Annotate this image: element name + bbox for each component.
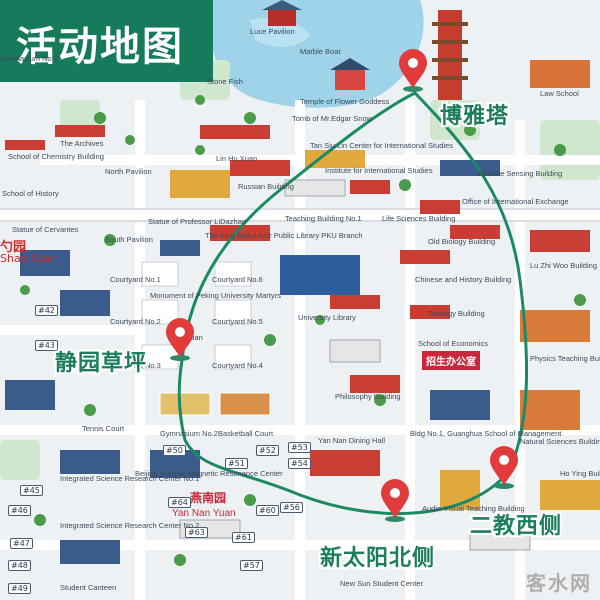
ho-ying-label: Ho Ying Building	[560, 469, 600, 478]
map-pin-icon[interactable]	[378, 478, 412, 522]
courtyard-2-label: Courtyard No.2	[110, 317, 161, 326]
admissions-office-badge: 招生办公室	[422, 351, 480, 370]
new-sun-center-label: New Sun Student Center	[340, 579, 423, 588]
law-school-label: Law School	[540, 89, 579, 98]
map-pin-icon[interactable]	[487, 445, 521, 489]
marker-jingyuan-lawn[interactable]: 静园草坪	[55, 351, 148, 376]
building-tag: #45	[20, 485, 43, 496]
building-tag: #43	[35, 340, 58, 351]
courtyard-5-label: Courtyard No.5	[212, 317, 263, 326]
building-tag: #42	[35, 305, 58, 316]
old-biology-label: Old Biology Building	[428, 237, 496, 246]
building-tag: #49	[8, 583, 31, 594]
russian-building-label: Russian Building	[238, 182, 294, 191]
geology-label: Geology Building	[428, 309, 485, 318]
guanghua-label: Bldg No.1, Guanghua School of Management	[410, 429, 562, 438]
building-tag: #53	[288, 442, 311, 453]
route-line	[177, 91, 529, 515]
gymnasium-2-label: Gymnasium No.2	[160, 429, 218, 438]
student-canteen-label: Student Canteen	[60, 583, 117, 592]
lu-zhi-woo-label: Lu Zhi Woo Building	[530, 261, 597, 270]
courtyard-6-label: Courtyard No.6	[212, 275, 263, 284]
marker-new-sun-north[interactable]: 新太阳北侧	[320, 546, 436, 571]
stone-fish-label: Stone Fish	[207, 77, 243, 86]
teaching-building-1-label: Teaching Building No.1	[285, 214, 362, 223]
marker-second-teaching-west[interactable]: 二教西侧	[470, 514, 563, 539]
building-tag: #64	[168, 497, 191, 508]
economics-label: School of Economics	[418, 339, 489, 348]
chinese-history-label: Chinese and History Building	[415, 275, 512, 284]
intl-studies-label: Institute for International Studies	[325, 166, 433, 175]
remote-sensing-label: Remote Sensing Building	[478, 169, 563, 178]
building-tag: #60	[256, 505, 279, 516]
map-pin-icon[interactable]	[163, 317, 197, 361]
building-tag: #61	[232, 532, 255, 543]
lidazhao-label: Statue of Professor LiDazhao	[148, 217, 246, 226]
building-tag: #54	[288, 458, 311, 469]
tan-siu-lin-label: Tan Siu Lin Center for International Stu…	[310, 141, 454, 150]
watermark: 客水网	[526, 571, 592, 595]
title-banner: 活动地图	[0, 0, 213, 82]
building-tag: #48	[8, 560, 31, 571]
north-pavilion-label: North Pavilion	[105, 167, 152, 176]
nmr-center-label: Beijing Nuclear Magnetic Resonance Cente…	[135, 469, 283, 478]
marble-boat-label: Marble Boat	[300, 47, 341, 56]
building-tag: #57	[240, 560, 263, 571]
courtyard-4-label: Courtyard No.4	[212, 361, 263, 370]
audio-visual-label: Audio-Visual Teaching Building	[422, 504, 525, 513]
tennis-court-label: Tennis Court	[82, 424, 125, 433]
map-pin-icon[interactable]	[396, 48, 430, 92]
luce-pavilion-label: Luce Pavilion	[250, 27, 295, 36]
martyrs-monument-label: Monument of Peking University Martyrs	[150, 291, 281, 300]
courtyard-3-label: Courtyard No.3	[110, 361, 161, 370]
university-library-label: University Library	[298, 313, 356, 322]
integrated-center-1-label: Integrated Science Research Center No.1	[60, 474, 200, 483]
cervantes-label: Statue of Cervantes	[12, 225, 79, 234]
yan-nan-dining-label: Yan Nan Dining Hall	[318, 436, 385, 445]
courtyards	[141, 261, 252, 370]
shaoyuan-en-label: Shao Yuan	[0, 252, 58, 265]
building-tag: #50	[163, 445, 186, 456]
trees	[20, 95, 586, 566]
lin-hu-xuan-label: Lin Hu Xuan	[216, 154, 258, 163]
building-tag: #51	[225, 458, 248, 469]
archives-label: The Archives	[60, 139, 104, 148]
basketball-court-shape	[219, 392, 271, 416]
abdulaziz-library-label: The King Abdul Aziz Public Library PKU B…	[205, 231, 363, 240]
building-tag: #46	[8, 505, 31, 516]
south-pavilion-label: South Pavilion	[105, 235, 153, 244]
integrated-center-2-label: Integrated Science Research Center No.2	[60, 521, 200, 530]
history-school-label: School of History	[2, 189, 59, 198]
building-tag: #47	[10, 538, 33, 549]
marker-boya-tower[interactable]: 博雅塔	[440, 104, 510, 129]
building-tag: #56	[280, 502, 303, 513]
physics-label: Physics Teaching Building	[530, 354, 600, 363]
yannan-yuan-en-label: Yan Nan Yuan	[172, 508, 236, 519]
courtyard-1-label: Courtyard No.1	[110, 275, 161, 284]
gymnasium-top-label: Gymnasium No.2	[0, 54, 58, 63]
yannan-yuan-cn-label: 燕南园	[190, 491, 227, 505]
basketball-court-label: Basketball Court	[218, 429, 274, 438]
chemistry-school-label: School of Chemistry Building	[8, 152, 104, 161]
shaoyuan-cn-label: 勺园	[0, 240, 27, 255]
life-sciences-label: Life Sciences Building	[382, 214, 456, 223]
edgar-snow-label: Tomb of Mr.Edgar Snow	[292, 114, 373, 123]
philosophy-label: Philosophy Building	[335, 392, 401, 401]
map-title: 活动地图	[16, 24, 184, 70]
exchange-office-label: Office of International Exchange	[462, 197, 569, 206]
building-tag: #52	[256, 445, 279, 456]
natural-sciences-label: Natural Sciences Building	[520, 437, 600, 446]
buildings	[5, 0, 600, 564]
gym-shape	[159, 392, 211, 416]
building-tag: #63	[185, 527, 208, 538]
temple-label: Temple of Flower Goddess	[300, 97, 390, 106]
